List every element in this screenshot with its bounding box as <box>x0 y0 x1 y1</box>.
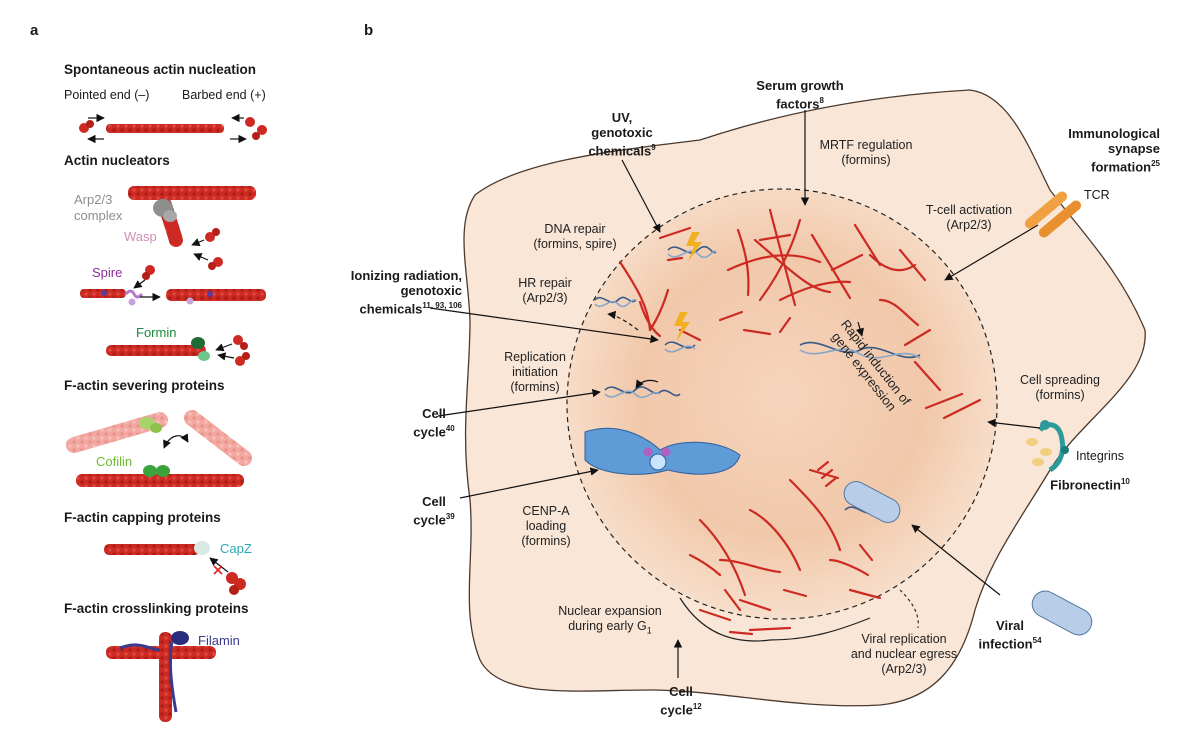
mrtf-regulation-label: MRTF regulation(formins) <box>819 138 913 167</box>
integrin-receptor <box>1026 420 1069 473</box>
spontaneous-filament <box>79 113 267 144</box>
virus-particle <box>843 481 901 523</box>
integrins-label: Integrins <box>1076 449 1124 463</box>
nuclear-actin-filaments <box>618 208 982 636</box>
immunological-synapse-label: Immunological synapse formation25 <box>1068 126 1160 175</box>
filamin-label: Filamin <box>198 633 240 648</box>
crosslinking-title: F-actin crosslinking proteins <box>64 601 249 616</box>
fibronectin-label: Fibronectin10 <box>1050 477 1130 493</box>
cell-cycle-40-label: Cell cycle40 <box>413 406 455 440</box>
panel-b-graphics <box>429 89 1146 707</box>
panel-b-letter: b <box>364 22 374 39</box>
arp23-label: Arp2/3 <box>74 192 113 207</box>
nuclear-expansion-label: Nuclear expansion during early G1 <box>558 604 662 636</box>
lightning-icon <box>674 312 690 342</box>
lightning-icon <box>686 232 702 262</box>
capz-label: CapZ <box>220 541 252 556</box>
cell-cycle-39-label: Cell cycle39 <box>413 494 455 528</box>
hr-repair-label: HR repair(Arp2/3) <box>518 276 572 305</box>
tcr-receptor <box>1024 191 1082 238</box>
cofilin-label: Cofilin <box>96 454 133 469</box>
severing-title: F-actin severing proteins <box>64 378 225 393</box>
tcell-activation-label: T-cell activation(Arp2/3) <box>925 203 1013 232</box>
arrows <box>429 110 1041 678</box>
cell-cycle-12-label: Cell cycle12 <box>660 684 702 718</box>
ionizing-radiation-label: Ionizing radiation, genotoxic chemicals1… <box>350 268 462 317</box>
filamin-crosslink <box>106 631 216 722</box>
tcr-label: TCR <box>1084 188 1110 202</box>
kinetochore <box>649 453 667 471</box>
cell-spreading-label: Cell spreading(formins) <box>1020 373 1100 402</box>
virus-particle-outside <box>1031 590 1093 636</box>
cofilin-severing <box>66 410 252 487</box>
formin-elongation <box>106 335 250 366</box>
serum-growth-factors-label: Serum growth factors8 <box>756 78 844 112</box>
nuclear-expansion-bleb <box>679 597 871 642</box>
spontaneous-title: Spontaneous actin nucleation <box>64 62 257 77</box>
pointed-end-label: Pointed end (–) <box>64 88 150 102</box>
dna-helices <box>594 245 1091 619</box>
capping-title: F-actin capping proteins <box>64 510 221 525</box>
panel-a-letter: a <box>30 22 39 39</box>
spire-label: Spire <box>92 265 123 280</box>
barbed-end-label: Barbed end (+) <box>182 88 266 102</box>
uv-label: UV, genotoxic chemicals9 <box>588 110 656 159</box>
dna-repair-label: DNA repair(formins, spire) <box>533 222 617 251</box>
capz-capping <box>104 541 246 595</box>
arp23-branch <box>128 186 256 270</box>
spire-nucleation <box>80 265 266 306</box>
nucleators-title: Actin nucleators <box>64 153 170 168</box>
viral-infection-label: Viral infection54 <box>978 618 1042 652</box>
wasp-label: Wasp <box>124 229 157 244</box>
arp23-label-2: complex <box>74 208 123 223</box>
panel-a-graphics <box>66 113 267 722</box>
formin-label: Formin <box>136 325 177 340</box>
